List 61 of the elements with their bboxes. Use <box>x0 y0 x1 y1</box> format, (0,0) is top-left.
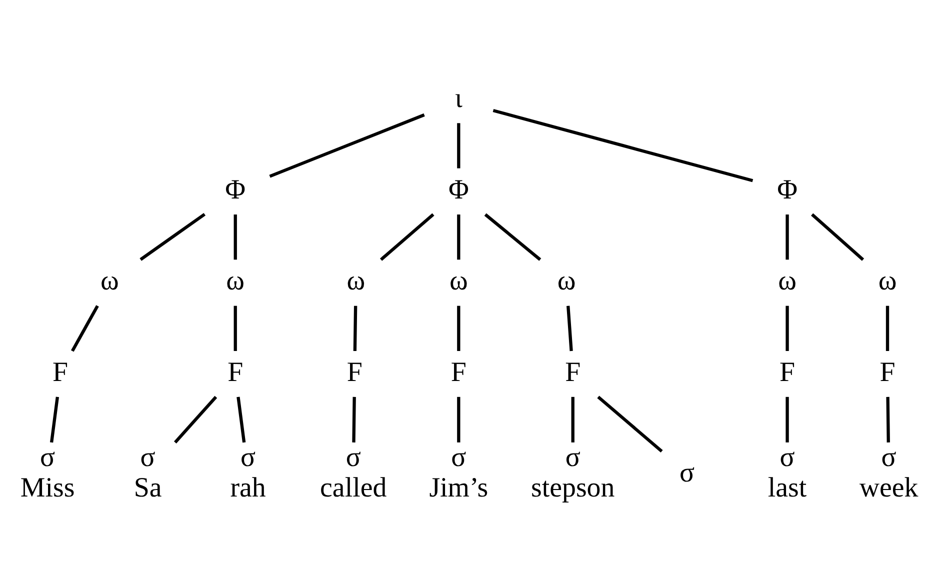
node-text: σ <box>140 442 156 473</box>
node-label: Miss <box>20 472 75 504</box>
node-text: ω <box>346 265 366 296</box>
node-text: σ <box>565 442 580 473</box>
node-text: F <box>346 356 362 388</box>
connector <box>234 305 237 350</box>
connector <box>50 396 60 442</box>
node-text: Φ <box>777 174 798 205</box>
node-text: σ <box>881 442 896 473</box>
connector <box>811 212 864 260</box>
connector <box>566 305 573 351</box>
node-text: F <box>52 356 68 388</box>
node-text: ω <box>878 265 897 296</box>
node-text: σ <box>780 442 795 473</box>
connector <box>886 305 890 350</box>
connector <box>786 396 789 442</box>
connector <box>492 108 754 182</box>
node-text: ω <box>226 265 245 296</box>
node-label: Sa <box>134 472 162 504</box>
connector <box>352 396 356 442</box>
connector <box>457 214 460 260</box>
node-text: ι <box>454 82 462 114</box>
connector <box>571 396 574 442</box>
connector <box>70 304 99 352</box>
node-label: Jim’s <box>429 472 488 504</box>
connector <box>457 122 460 168</box>
connector <box>484 212 542 260</box>
node-text: σ <box>240 442 256 473</box>
connector <box>353 305 358 351</box>
node-text: ω <box>449 265 468 296</box>
node-text: F <box>228 356 244 388</box>
node-text: ω <box>557 265 576 296</box>
node-text: ω <box>100 265 119 296</box>
node-text: F <box>780 356 796 388</box>
node-label: stepson <box>531 472 615 504</box>
node-label: week <box>859 472 918 504</box>
node-text: ω <box>778 265 796 296</box>
connector <box>786 214 789 260</box>
connector <box>786 305 789 350</box>
connector <box>236 396 246 442</box>
connector <box>269 112 425 178</box>
connector <box>597 395 663 452</box>
connector <box>380 212 434 260</box>
node-label: last <box>768 472 807 504</box>
node-text: σ <box>346 442 361 473</box>
connector <box>234 214 237 260</box>
node-text: σ <box>451 442 466 473</box>
node-label: rah <box>230 472 266 504</box>
node-label: called <box>320 472 387 504</box>
node-text: σ <box>40 442 56 473</box>
connector <box>457 305 460 350</box>
node-text: Φ <box>448 174 469 205</box>
node-text: F <box>880 356 896 388</box>
node-text: Φ <box>225 174 246 205</box>
node-text: F <box>450 356 466 388</box>
connector <box>140 212 206 260</box>
node-text: F <box>565 356 581 388</box>
connector <box>886 396 890 442</box>
connector <box>457 396 460 442</box>
connector <box>174 395 218 443</box>
node-text: σ <box>680 456 695 488</box>
